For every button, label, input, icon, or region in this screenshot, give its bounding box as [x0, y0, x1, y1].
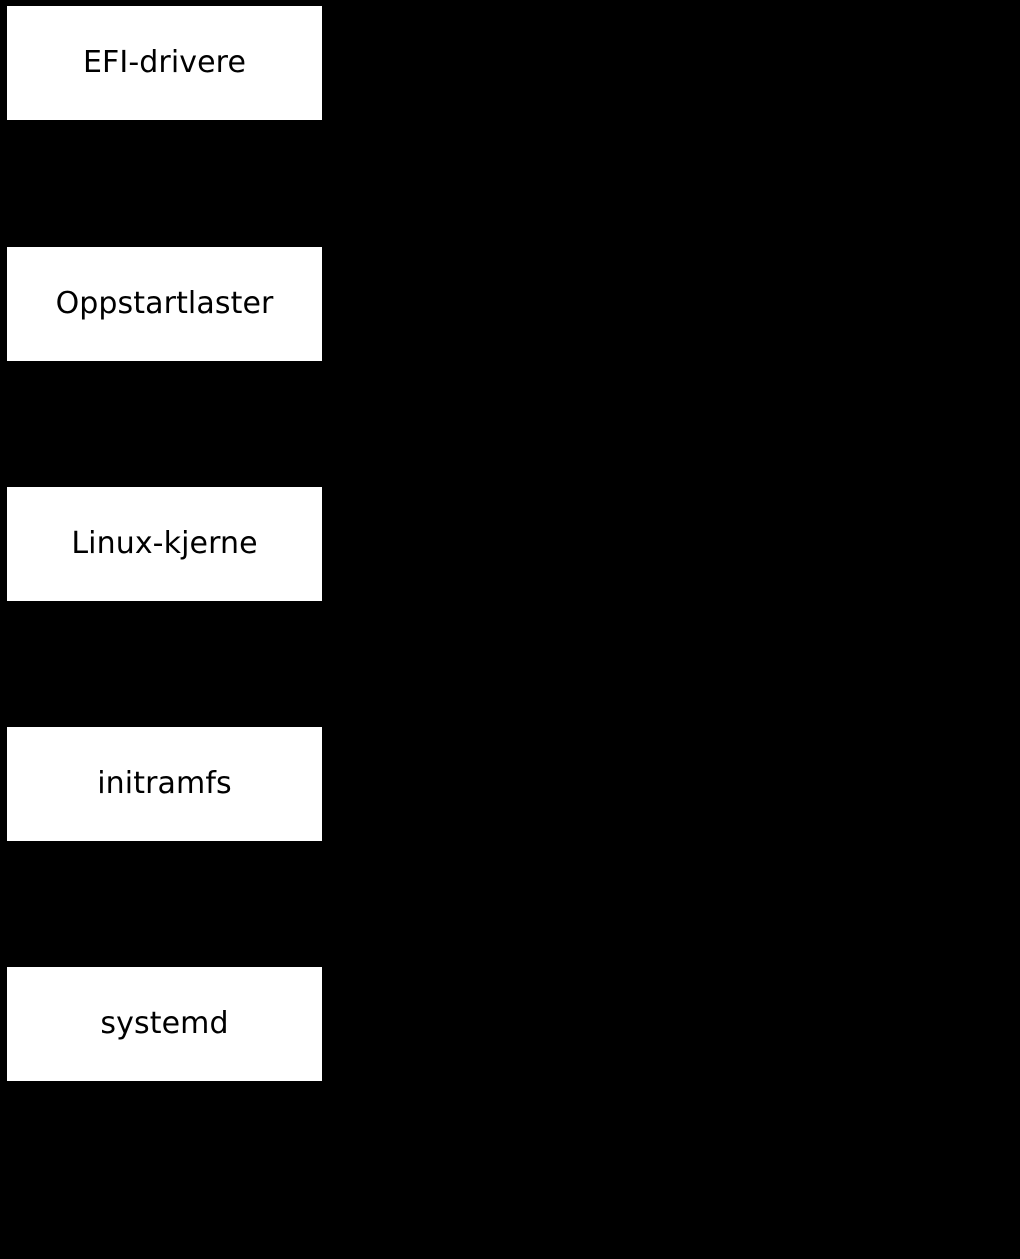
stage-box-efi-drivere[interactable]: EFI-drivere: [7, 6, 322, 120]
stage-label: initramfs: [97, 766, 232, 801]
stage-box-oppstartlaster[interactable]: Oppstartlaster: [7, 247, 322, 361]
stage-label: Oppstartlaster: [55, 286, 274, 321]
stage-box-linux-kjerne[interactable]: Linux-kjerne: [7, 487, 322, 601]
stage-label: Linux-kjerne: [71, 526, 258, 561]
stage-box-systemd[interactable]: systemd: [7, 967, 322, 1081]
stage-label: EFI-drivere: [82, 45, 247, 80]
stage-label: systemd: [100, 1006, 229, 1041]
stage-box-initramfs[interactable]: initramfs: [7, 727, 322, 841]
